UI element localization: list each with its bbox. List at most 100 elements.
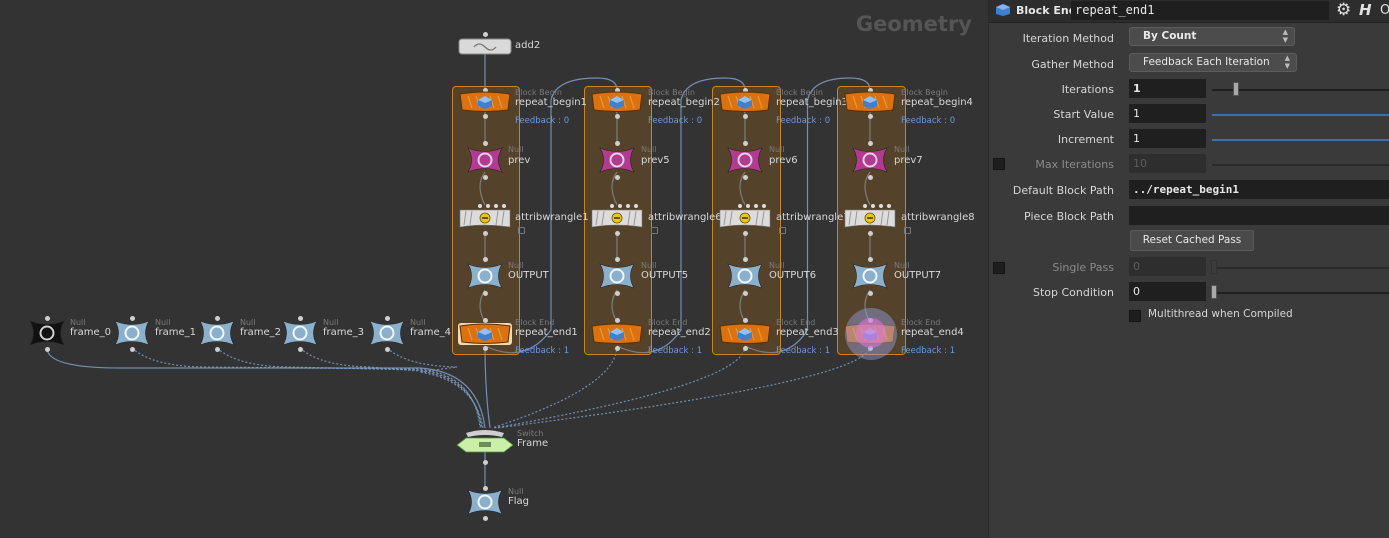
attribwrangle-node[interactable] [458, 203, 512, 229]
connector-dot[interactable] [867, 345, 873, 351]
iterations-slider[interactable] [1212, 89, 1389, 91]
connector-dot[interactable] [482, 140, 488, 146]
attribwrangle-node[interactable] [590, 203, 644, 229]
max-iterations-toggle[interactable] [993, 158, 1005, 170]
connector-dot[interactable] [614, 113, 620, 119]
connector-dot[interactable] [867, 140, 873, 146]
connector-dot[interactable] [867, 290, 873, 296]
connector-dot[interactable] [742, 87, 748, 93]
connector-dot[interactable] [129, 315, 135, 321]
connector-dot[interactable] [742, 317, 748, 323]
iterations-slider-handle[interactable] [1233, 82, 1239, 96]
piece-block-path-field[interactable] [1129, 206, 1389, 225]
attribwrangle-node[interactable] [843, 203, 897, 229]
connector-dot[interactable] [482, 31, 488, 37]
connector-dot[interactable] [482, 515, 488, 521]
attribwrangle-node[interactable] [718, 203, 772, 229]
default-block-path-field[interactable]: ../repeat_begin1 [1129, 180, 1389, 199]
stop-condition-slider[interactable] [1212, 292, 1389, 294]
connector-dot[interactable] [214, 346, 220, 352]
prev-null-node[interactable] [725, 145, 765, 175]
iterations-field[interactable]: 1 [1129, 79, 1206, 98]
connector-dot[interactable] [742, 256, 748, 262]
block-begin-node[interactable] [458, 91, 512, 113]
connector-dot[interactable] [482, 345, 488, 351]
connector-dot[interactable] [482, 317, 488, 323]
output-null-node[interactable] [725, 261, 765, 291]
help-icon[interactable]: H [1359, 1, 1372, 19]
increment-slider[interactable] [1212, 139, 1389, 141]
connector-dot[interactable] [614, 290, 620, 296]
connector-dot[interactable] [614, 317, 620, 323]
connector-dot[interactable] [384, 346, 390, 352]
connector-dot[interactable] [482, 113, 488, 119]
gather-method-menu[interactable]: Feedback Each Iteration ▲▼ [1129, 53, 1297, 72]
frame-null-node[interactable] [27, 318, 67, 348]
connector-dot[interactable] [867, 256, 873, 262]
connector-dot[interactable] [384, 315, 390, 321]
connector-dot[interactable] [614, 140, 620, 146]
frame-null-node[interactable] [112, 318, 152, 348]
connector-dot[interactable] [742, 345, 748, 351]
connector-dot[interactable] [742, 113, 748, 119]
prev-null-node[interactable] [597, 145, 637, 175]
output-null-node[interactable] [465, 261, 505, 291]
connector-dot[interactable] [867, 87, 873, 93]
connector-dot[interactable] [482, 230, 488, 236]
connector-dot[interactable] [214, 315, 220, 321]
connector-dot[interactable] [614, 230, 620, 236]
connector-dot[interactable] [44, 346, 50, 352]
start-value-field[interactable]: 1 [1129, 104, 1206, 123]
block-end-node[interactable] [590, 323, 644, 345]
connector-dot[interactable] [742, 290, 748, 296]
connector-dot[interactable] [297, 346, 303, 352]
output-null-node[interactable] [597, 261, 637, 291]
prev-null-node[interactable] [465, 145, 505, 175]
single-pass-toggle[interactable] [993, 262, 1005, 274]
connector-dot[interactable] [482, 290, 488, 296]
start-value-slider[interactable] [1212, 114, 1389, 116]
prev-null-node[interactable] [850, 145, 890, 175]
connector-dot[interactable] [482, 87, 488, 93]
block-end-node[interactable] [718, 323, 772, 345]
connector-dot[interactable] [867, 230, 873, 236]
connector-dot[interactable] [482, 256, 488, 262]
search-icon[interactable]: O [1380, 3, 1389, 18]
block-begin-node[interactable] [718, 91, 772, 113]
connector-dot[interactable] [614, 174, 620, 180]
block-begin-node[interactable] [843, 91, 897, 113]
frame-null-node[interactable] [280, 318, 320, 348]
flag-null-node[interactable] [465, 487, 505, 517]
connector-dot[interactable] [867, 174, 873, 180]
iteration-method-menu[interactable]: By Count ▲▼ [1129, 27, 1295, 46]
connector-dot[interactable] [742, 174, 748, 180]
block-begin-node[interactable] [590, 91, 644, 113]
multithread-checkbox[interactable] [1129, 310, 1141, 322]
stop-condition-field[interactable]: 0 [1129, 282, 1206, 301]
increment-field[interactable]: 1 [1129, 129, 1206, 148]
connector-dot[interactable] [614, 87, 620, 93]
connector-dot[interactable] [614, 256, 620, 262]
stop-condition-slider-handle[interactable] [1211, 285, 1217, 299]
connector-dot[interactable] [482, 459, 488, 465]
frame-null-node[interactable] [367, 318, 407, 348]
connector-dot[interactable] [867, 113, 873, 119]
connector-dot[interactable] [742, 140, 748, 146]
gear-icon[interactable]: ⚙ [1336, 0, 1352, 20]
connector-dot[interactable] [482, 485, 488, 491]
add-node[interactable] [458, 38, 512, 55]
connector-dot[interactable] [297, 315, 303, 321]
output-null-node[interactable] [850, 261, 890, 291]
connector-dot[interactable] [742, 230, 748, 236]
node-name-field[interactable]: repeat_end1 [1071, 1, 1329, 20]
block-end-node[interactable] [458, 323, 512, 345]
flag-null-label: Flag [508, 496, 530, 507]
connector-dot[interactable] [129, 346, 135, 352]
connector-dot[interactable] [44, 315, 50, 321]
connector-dot[interactable] [482, 174, 488, 180]
frame-null-node[interactable] [197, 318, 237, 348]
connector-dot[interactable] [614, 345, 620, 351]
switch-node[interactable] [456, 428, 514, 454]
reset-cached-pass-button[interactable]: Reset Cached Pass [1130, 230, 1254, 251]
